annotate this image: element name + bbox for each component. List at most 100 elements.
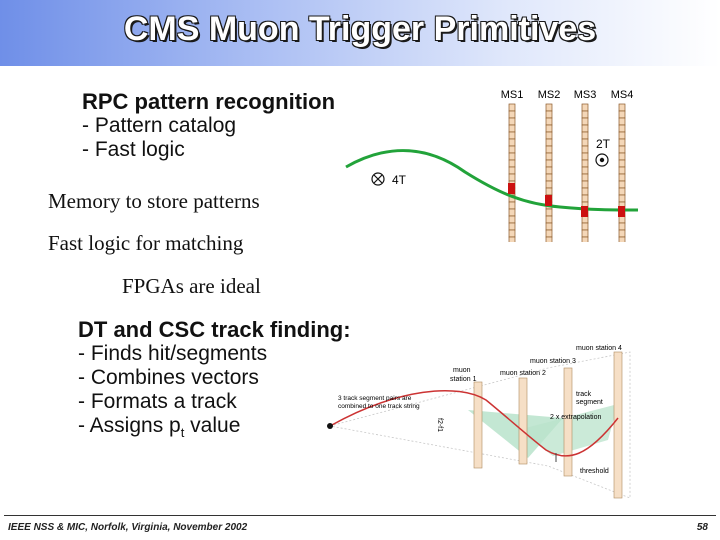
footer-divider	[4, 515, 716, 516]
rpc-strip-cell	[545, 110, 553, 119]
label-combination-line2: combined to one track string	[338, 403, 420, 410]
rpc-strip-cell	[618, 180, 626, 189]
dt-heading: DT and CSC track finding:	[78, 317, 351, 342]
station-label-ms4: MS4	[611, 89, 634, 101]
rpc-strip-cell	[508, 124, 516, 133]
rpc-strip-cell	[508, 110, 516, 119]
label-station-2: muon station 2	[500, 370, 546, 377]
rpc-strip-cell	[581, 173, 589, 182]
rpc-strip-cell	[618, 117, 626, 126]
rpc-strip-cell	[581, 145, 589, 154]
rpc-strip-cell	[618, 103, 626, 112]
dt-stations	[473, 351, 623, 499]
dt-bullet-4-text: - Assigns p	[78, 414, 181, 437]
rpc-strip-cell	[545, 124, 553, 133]
label-station-1-line1: muon	[453, 367, 471, 374]
field-into-symbol	[371, 172, 385, 186]
field-out-symbol	[595, 153, 609, 167]
hit-marker	[508, 183, 515, 194]
rpc-strip-cell	[581, 229, 589, 238]
note-memory: Memory to store patterns	[48, 189, 260, 213]
rpc-strip-cell	[545, 138, 553, 147]
rpc-strip-cell	[508, 222, 516, 231]
muon-station-slab	[518, 377, 528, 465]
rpc-hit-markers	[508, 183, 625, 217]
label-combination-line1: 3 track segment pairs are	[338, 395, 412, 402]
rpc-strip-cell	[508, 138, 516, 147]
rpc-strip-cell	[581, 180, 589, 189]
rpc-strip-cell	[581, 138, 589, 147]
station-label-ms3: MS3	[574, 89, 597, 101]
rpc-strip-cell	[545, 173, 553, 182]
title-bar	[0, 0, 720, 66]
dt-section: DT and CSC track finding: - Finds hit/se…	[78, 318, 351, 445]
rpc-strip-cell	[508, 208, 516, 217]
rpc-strip-cell	[508, 117, 516, 126]
muon-station-slab	[613, 351, 623, 499]
note-fpga: FPGAs are ideal	[122, 274, 261, 298]
rpc-strip-cell	[581, 103, 589, 112]
rpc-bullet-1: - Pattern catalog	[82, 114, 237, 137]
rpc-strip-cell	[508, 201, 516, 210]
rpc-strip-cell	[618, 159, 626, 168]
label-station-1-line2: station 1	[450, 376, 477, 383]
rpc-strip-cell	[618, 215, 626, 224]
rpc-strip-cell	[508, 145, 516, 154]
rpc-strip-cell	[618, 222, 626, 231]
rpc-strip-cell	[545, 117, 553, 126]
footer-page-number: 58	[696, 522, 708, 533]
rpc-strip-cell	[508, 152, 516, 161]
muon-station-slab	[473, 381, 483, 469]
dt-bullet-4: - Assigns pt value	[78, 414, 351, 445]
rpc-strip-cell	[545, 236, 553, 242]
hit-marker	[581, 206, 588, 217]
rpc-strip-cell	[581, 152, 589, 161]
rpc-pattern-diagram: MS1 MS2 MS3 MS4 4T 2T	[345, 89, 639, 242]
rpc-strip-cell	[618, 194, 626, 203]
label-track-line2: segment	[576, 399, 603, 406]
rpc-strip-cell	[545, 152, 553, 161]
rpc-strip-cell	[581, 117, 589, 126]
label-extrapolation: 2 x extrapolation	[550, 414, 601, 421]
projection-cone	[329, 351, 631, 499]
rpc-station-labels: MS1 MS2 MS3 MS4	[501, 89, 634, 101]
rpc-strip-cell	[581, 110, 589, 119]
dt-track-finding-diagram: muon station 1 muon station 2 muon stati…	[327, 345, 631, 499]
rpc-station-strip	[618, 103, 626, 242]
interaction-point	[327, 423, 333, 429]
rpc-strip-cell	[508, 173, 516, 182]
rpc-strip-cell	[545, 131, 553, 140]
rpc-bullet-2: - Fast logic	[82, 138, 185, 161]
rpc-strip-cell	[581, 187, 589, 196]
rpc-strip-cell	[618, 138, 626, 147]
label-station-4: muon station 4	[576, 345, 622, 352]
rpc-strip-cell	[618, 110, 626, 119]
rpc-station-strip	[545, 103, 553, 242]
rpc-strip-cell	[508, 229, 516, 238]
rpc-strip-cell	[545, 187, 553, 196]
slide-title: CMS Muon Trigger Primitives	[123, 10, 597, 48]
label-station-3: muon station 3	[530, 358, 576, 365]
rpc-strip-cell	[618, 124, 626, 133]
rpc-strip-cell	[545, 222, 553, 231]
dt-bullet-4-tail: value	[184, 414, 241, 437]
muon-station-slab	[563, 367, 573, 477]
extrapolation-cone-1	[468, 410, 563, 458]
rpc-strip-cell	[545, 180, 553, 189]
label-threshold: threshold	[580, 468, 609, 475]
rpc-strip-cell	[545, 145, 553, 154]
dt-bullet-1: - Finds hit/segments	[78, 342, 268, 365]
rpc-strip-cell	[581, 166, 589, 175]
field-label-4t: 4T	[392, 173, 407, 187]
rpc-strip-cell	[581, 194, 589, 203]
rpc-strip-cell	[545, 215, 553, 224]
label-track-line1: track	[576, 391, 592, 398]
rpc-strip-cell	[508, 215, 516, 224]
rpc-strip-cell	[581, 124, 589, 133]
rpc-strip-cell	[618, 173, 626, 182]
rpc-strip-cell	[581, 215, 589, 224]
rpc-strip-cell	[581, 159, 589, 168]
rpc-strip-cell	[545, 159, 553, 168]
rpc-strip-cell	[545, 166, 553, 175]
hit-marker	[545, 195, 552, 206]
